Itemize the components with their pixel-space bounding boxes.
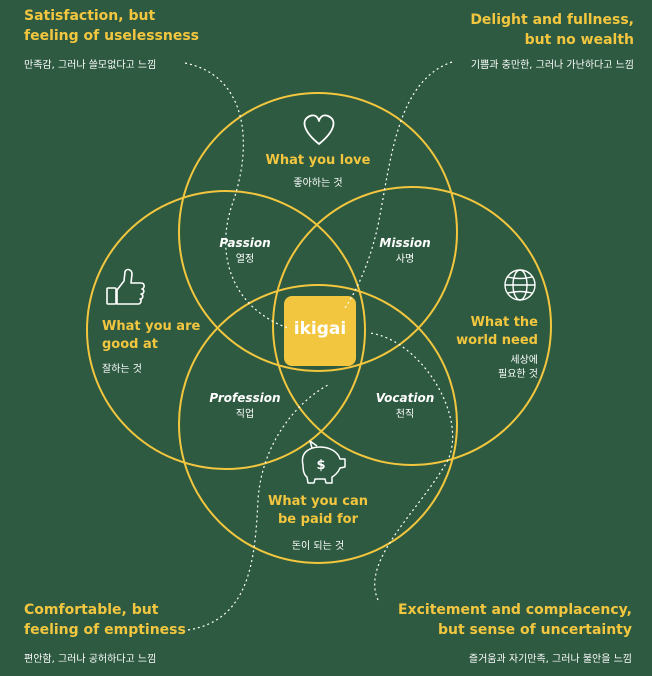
intersection-profession-sub: 직업 [235, 409, 255, 420]
globe-icon [504, 269, 536, 301]
leader-bottom-right [369, 332, 454, 601]
circle-good-at-sub: 잘하는 것 [102, 364, 142, 375]
intersection-vocation-sub: 천직 [395, 409, 415, 420]
circle-world-need-sub: 세상에 필요한 것 [498, 354, 538, 382]
circle-love-sub: 좋아하는 것 [293, 178, 343, 189]
corner-bottom-left-title: Comfortable, but feeling of emptiness [24, 600, 186, 640]
corner-top-right-sub: 기쁨과 충만한, 그러나 가난하다고 느낌 [470, 60, 634, 71]
corner-top-left-sub: 만족감, 그러나 쓸모없다고 느낌 [24, 60, 157, 71]
corner-top-right-title-line1: Delight and fullness, [470, 12, 634, 28]
intersection-vocation-label: Vocation [375, 391, 435, 405]
corner-top-right-title: Delight and fullness, but no wealth [470, 10, 634, 50]
intersection-profession-label: Profession [209, 391, 281, 405]
circle-paid-for [178, 284, 458, 564]
intersection-passion-label: Passion [219, 236, 271, 250]
corner-top-left-title-line1: Satisfaction, but [24, 8, 156, 24]
intersection-mission-sub: 사명 [395, 254, 415, 265]
piggy-bank-icon: $ [301, 440, 346, 484]
circle-good-at-title-line1: What you are [102, 319, 201, 334]
intersection-mission: Mission 사명 [360, 236, 450, 265]
intersection-passion: Passion 열정 [200, 236, 290, 265]
intersection-profession: Profession 직업 [200, 391, 290, 420]
circle-paid-for-title: What you can be paid for [238, 493, 398, 529]
circle-world-need-title: What the world need [456, 314, 538, 350]
corner-top-left-title-line2: feeling of uselessness [24, 28, 200, 44]
corner-bottom-right-sub: 즐거움과 자기만족, 그러나 불안을 느낌 [468, 654, 632, 665]
circle-paid-for-title-line2: be paid for [277, 512, 358, 527]
circle-good-at-title-line2: good at [102, 337, 158, 352]
circle-world-need-title-line2: world need [456, 333, 538, 348]
corner-bottom-right-title-line2: but sense of uncertainty [438, 622, 632, 638]
leader-top-right [344, 61, 453, 309]
corner-bottom-left-sub: 편안함, 그러나 공허하다고 느낌 [24, 654, 157, 665]
corner-bottom-left-title-line2: feeling of emptiness [24, 622, 186, 638]
leader-top-left [184, 62, 289, 329]
corner-bottom-right-title-line1: Excitement and complacency, [398, 602, 632, 618]
intersection-vocation: Vocation 천직 [360, 391, 450, 420]
circle-good-at-title: What you are good at [102, 318, 200, 354]
ikigai-center-label: ikigai [293, 319, 347, 339]
circle-world-need-sub-line1: 세상에 [510, 355, 538, 366]
heart-icon [303, 114, 335, 145]
corner-bottom-left-title-line1: Comfortable, but [24, 602, 159, 618]
circle-world-need-sub-line2: 필요한 것 [498, 369, 538, 380]
svg-text:$: $ [316, 458, 325, 473]
intersection-mission-label: Mission [379, 236, 431, 250]
circle-good-at [86, 190, 366, 470]
ikigai-center-box [284, 296, 356, 366]
circle-love [178, 92, 458, 372]
circle-love-title: What you love [265, 153, 371, 168]
corner-top-right-title-line2: but no wealth [524, 32, 634, 48]
intersection-passion-sub: 열정 [235, 254, 255, 265]
circle-paid-for-title-line1: What you can [267, 494, 369, 509]
circle-world-need-title-line1: What the [470, 315, 538, 330]
leader-bottom-left [187, 384, 329, 631]
circle-paid-for-sub: 돈이 되는 것 [291, 541, 345, 552]
corner-top-left-title: Satisfaction, but feeling of uselessness [24, 6, 199, 46]
thumbs-up-icon [106, 268, 145, 305]
corner-bottom-right-title: Excitement and complacency, but sense of… [398, 600, 632, 640]
circle-world-need [272, 186, 552, 466]
